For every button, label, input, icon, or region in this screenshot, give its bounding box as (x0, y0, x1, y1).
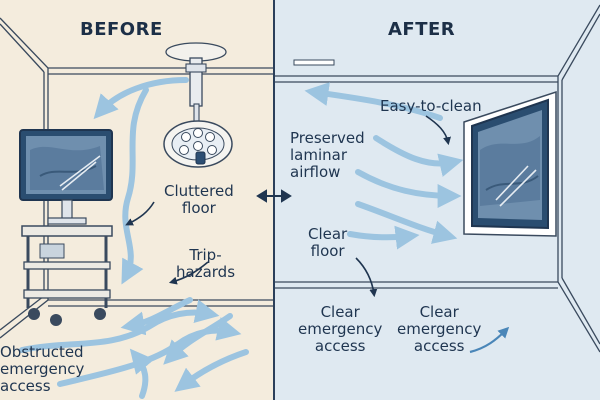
monitor-cart-icon (19, 129, 113, 326)
after-header: AFTER (388, 19, 456, 40)
label-cluttered-floor: Cluttered floor (164, 182, 234, 217)
ceiling-vent (293, 59, 335, 66)
access-arrow (469, 326, 510, 354)
before-header: BEFORE (80, 19, 163, 40)
after-room-lines (274, 4, 600, 353)
wall-mounted-monitor-icon (463, 90, 557, 237)
label-trip-hazards: Trip- hazards (176, 246, 236, 281)
annotation-arrows (125, 115, 451, 298)
before-room-lines (0, 17, 274, 339)
label-preserved-airflow: Preserved laminar airflow (290, 129, 365, 181)
double-arrow-icon (256, 189, 292, 203)
label-clear-access-2: Clear emergency access (397, 303, 482, 355)
surgical-light-icon (163, 42, 233, 168)
label-clear-access-1: Clear emergency access (298, 303, 383, 355)
label-clear-floor: Clear floor (308, 225, 348, 260)
airflow-arrows-before (19, 77, 249, 399)
label-obstructed-access: Obstructed emergency access (0, 343, 85, 395)
airflow-arrows-after (304, 82, 464, 250)
label-easy-to-clean: Easy-to-clean (380, 97, 482, 115)
